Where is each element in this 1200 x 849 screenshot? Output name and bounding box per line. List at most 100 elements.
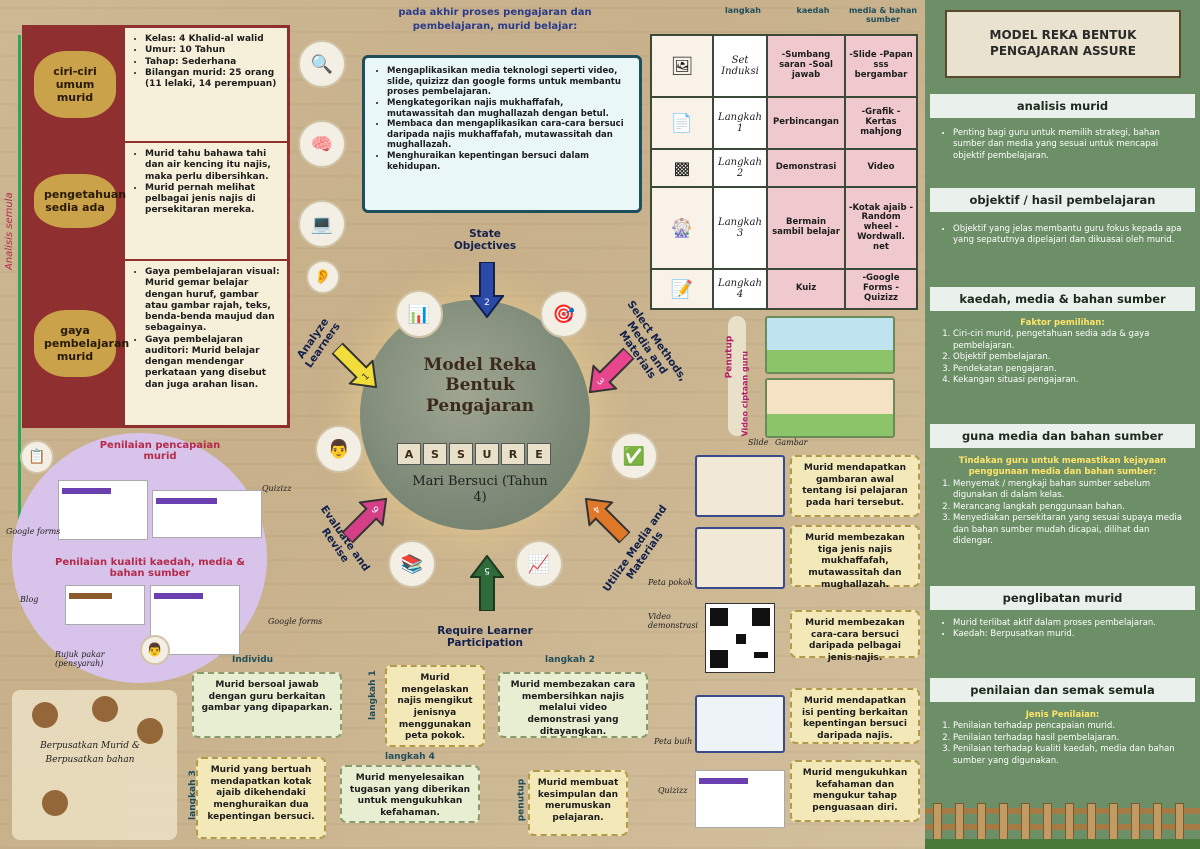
list-item: Pendekatan pengajaran. xyxy=(953,364,1190,375)
books-icon: 📚 xyxy=(388,540,436,588)
table-row: 🎡 Langkah 3 Bermain sambil belajar -Kota… xyxy=(652,188,916,270)
table-cell: Perbincangan xyxy=(768,98,846,148)
list-item: Menyemak / mengkaji bahan sumber sebelum… xyxy=(953,479,1190,502)
qr-code-icon: ▩ xyxy=(652,150,714,186)
learner-row-label: pengetahuan sedia ada xyxy=(34,174,126,228)
bubble-map-thumbnail xyxy=(695,695,785,753)
poster-title: MODEL REKA BENTUK PENGAJARAN ASSURE xyxy=(945,10,1181,78)
column-header: media & bahan sumber xyxy=(848,6,918,24)
learner-row-list: Kelas: 4 Khalid-al walid Umur: 10 Tahun … xyxy=(133,34,281,90)
list-item: Penilaian terhadap pencapaian murid. xyxy=(953,721,1190,732)
teacher-icon: 👨 xyxy=(315,425,363,473)
table-cell: -Grafik -Kertas mahjong xyxy=(860,107,902,137)
assure-letter: R xyxy=(501,443,525,465)
checklist-icon: ✅ xyxy=(610,432,658,480)
section-body: Penting bagi guru untuk memilih strategi… xyxy=(935,128,1190,162)
table-row: 📝 Langkah 4 Kuiz -Google Forms -Quizizz xyxy=(652,270,916,308)
quizizz-screenshot xyxy=(152,490,262,538)
table-cell: Langkah 3 xyxy=(714,188,768,268)
qr-code[interactable] xyxy=(705,603,775,673)
penutup-pill xyxy=(728,316,746,436)
section-head: penglibatan murid xyxy=(930,586,1195,610)
table-cell: Langkah 4 xyxy=(714,270,768,308)
gambar-label: Gambar xyxy=(775,438,808,447)
arrow-number: 1 xyxy=(361,372,372,383)
list-item: Murid terlibat aktif dalam proses pembel… xyxy=(953,618,1190,629)
list-item: Gaya pembelajaran visual: Murid gemar be… xyxy=(145,267,281,335)
list-item: Tahap: Sederhana xyxy=(145,57,281,68)
arrow-number: 4 xyxy=(590,503,601,514)
participation-card: Murid bersoal jawab dengan guru berkaita… xyxy=(192,672,342,738)
assure-letters: A S S U R E xyxy=(397,443,551,465)
table-row: ▩ Langkah 2 Demonstrasi Video xyxy=(652,150,916,188)
step-state-objectives: State Objectives xyxy=(453,228,517,252)
step-require-participation: Require Learner Participation xyxy=(437,625,533,649)
table-cell: Video xyxy=(867,162,895,173)
learner-row-label: gaya pembelajaran murid xyxy=(34,309,129,377)
section-body: Jenis Penilaian: Penilaian terhadap penc… xyxy=(935,710,1190,767)
arrow-number: 5 xyxy=(484,565,490,575)
list-item: Ciri-ciri murid, pengetahuan sedia ada &… xyxy=(953,329,1190,352)
penutup-label: Penutup xyxy=(724,335,735,379)
list-item: Penilaian terhadap kualiti kaedah, media… xyxy=(953,744,1190,767)
arrow-number: 3 xyxy=(594,377,605,388)
assure-letter: U xyxy=(475,443,499,465)
analysis-icon: 📊 xyxy=(395,290,443,338)
table-row: 📄 Langkah 1 Perbincangan -Grafik -Kertas… xyxy=(652,98,916,150)
tree-map-thumbnail xyxy=(695,527,785,589)
poster-board: Analisis semula ciri-ciri umum murid Kel… xyxy=(0,0,925,849)
participation-card: Murid menyelesaikan tugasan yang diberik… xyxy=(340,765,480,823)
assure-letter: E xyxy=(527,443,551,465)
penutup-caption: Video ciptaan guru xyxy=(740,350,750,437)
list-item: Kaedah: Berpusatkan murid. xyxy=(953,629,1190,640)
arrow-step-3: 3 xyxy=(588,346,636,394)
section-body: Murid terlibat aktif dalam proses pembel… xyxy=(935,618,1190,641)
lesson-subtitle: Mari Bersuci (Tahun 4) xyxy=(412,474,548,506)
learner-analysis-panel: ciri-ciri umum murid Kelas: 4 Khalid-al … xyxy=(22,25,290,428)
assure-letter: S xyxy=(423,443,447,465)
section-body: Faktor pemilihan: Ciri-ciri murid, penge… xyxy=(935,318,1190,387)
student-laptop-icon: 💻 xyxy=(298,200,346,248)
objective-item: Mengaplikasikan media teknologi seperti … xyxy=(387,66,629,98)
arrow-step-2: 2 xyxy=(470,262,504,318)
quizizz-label: Quizizz xyxy=(262,484,292,493)
learner-row-list: Gaya pembelajaran visual: Murid gemar be… xyxy=(133,267,281,391)
section-subtitle: Jenis Penilaian: xyxy=(1025,710,1100,720)
expert-icon: 👨 xyxy=(140,635,170,665)
evaluation-title-2: Penilaian kualiti kaedah, media & bahan … xyxy=(55,557,245,579)
blog-label: Blog xyxy=(20,595,39,604)
list-item: Gaya pembelajaran auditori: Murid belaja… xyxy=(145,335,281,391)
assure-letter: S xyxy=(449,443,473,465)
list-item: Merancang langkah penggunaan bahan. xyxy=(953,502,1190,513)
table-cell: Demonstrasi xyxy=(768,150,846,186)
arrow-step-1: 1 xyxy=(330,341,378,389)
slide-thumbnail-icon: 🖼 xyxy=(652,36,714,96)
table-header: langkah kaedah media & bahan sumber xyxy=(708,6,918,24)
list-item: Murid pernah melihat pelbagai jenis naji… xyxy=(145,183,281,217)
clipboard-icon: 📋 xyxy=(20,440,54,474)
learner-row-learning-style: gaya pembelajaran murid Gaya pembelajara… xyxy=(25,261,287,425)
individu-label: Individu xyxy=(232,655,274,665)
table-cell: Bermain sambil belajar xyxy=(768,188,846,268)
table-cell: Kuiz xyxy=(768,270,846,308)
evaluation-title-1: Penilaian pencapaian murid xyxy=(99,440,221,462)
analisis-semula-label: Analisis semula xyxy=(4,192,15,270)
participation-card: Murid mengelaskan najis mengikut jenisny… xyxy=(385,665,485,747)
learner-row-list: Murid tahu bahawa tahi dan air kencing i… xyxy=(133,149,281,217)
video-demo-label: Video demonstrasi xyxy=(648,612,698,630)
section-head: objektif / hasil pembelajaran xyxy=(930,188,1195,212)
penutup-label-2: penutup xyxy=(516,778,527,822)
arrow-number: 2 xyxy=(484,298,490,308)
arrow-number: 6 xyxy=(370,503,381,514)
students-illustration xyxy=(12,690,177,840)
table-cell: Langkah 1 xyxy=(714,98,768,148)
arrow-step-5: 5 xyxy=(470,555,504,611)
ear-icon: 👂 xyxy=(306,260,340,294)
objective-item: Menghuraikan kepentingan bersuci dalam k… xyxy=(387,151,629,172)
target-icon: 🎯 xyxy=(540,290,588,338)
section-subtitle: Faktor pemilihan: xyxy=(1020,318,1105,328)
brain-icon: 🧠 xyxy=(298,120,346,168)
section-head: penilaian dan semak semula xyxy=(930,678,1195,702)
student-centered-label: Berpusatkan Murid & Berpusatkan bahan xyxy=(40,741,140,765)
video-screenshot-1 xyxy=(765,316,895,374)
